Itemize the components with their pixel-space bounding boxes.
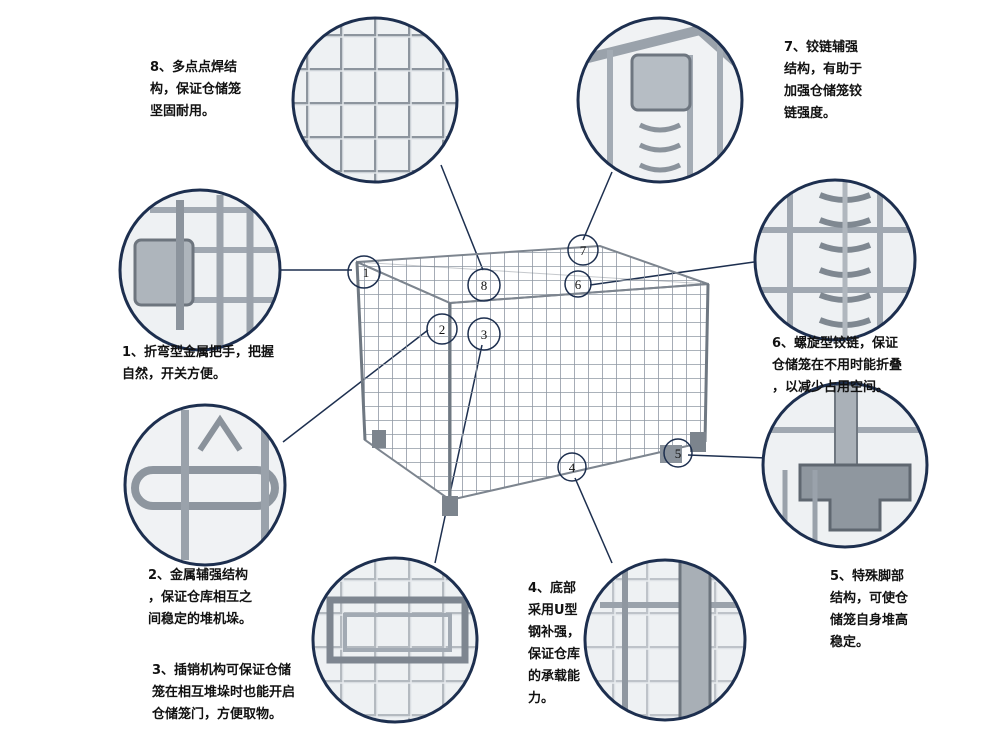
callout-3-line: 笼在相互堆垛时也能开启 [152,685,296,700]
callout-8: 8、多点点焊结 构，保证仓储笼 坚固耐用。 [150,57,241,123]
callout-5-line: 结构，可使仓 [830,591,909,606]
callout-4-line: 4、底部 [528,581,577,596]
marker-6: 6 [575,277,582,292]
callout-4-line: 力。 [528,691,555,706]
marker-4: 4 [569,460,576,475]
callout-2: 2、金属辅强结构 ，保证仓库相互之 间稳定的堆机垛。 [148,565,252,631]
callout-4: 4、底部 采用U型 钢补强， 保证仓库 的承载能 力。 [528,578,580,710]
callout-5-line: 储笼自身堆高 [830,613,909,628]
callout-7: 7、铰链辅强 结构，有助于 加强仓储笼铰 链强度。 [784,37,862,125]
callout-5-line: 稳定。 [830,635,870,650]
callout-1-line: 1、折弯型金属把手，把握 [122,345,275,360]
detail-circle-1 [120,190,280,350]
callout-1-line: 自然，开关方便。 [122,367,227,382]
callout-8-line: 8、多点点焊结 [150,60,238,75]
callout-5: 5、特殊脚部 结构，可使仓 储笼自身堆高 稳定。 [830,566,908,654]
detail-circle-4 [585,560,745,720]
cage-markers [347,234,693,482]
detail-circle-7 [578,18,742,182]
detail-circle-8 [293,18,457,182]
callout-4-line: 钢补强， [528,625,581,640]
callout-3-line: 3、插销机构可保证仓储 [152,663,292,678]
callout-2-line: 间稳定的堆机垛。 [148,612,253,627]
callout-4-line: 的承载能 [528,669,581,684]
marker-7: 7 [580,243,587,258]
callout-3: 3、插销机构可保证仓储 笼在相互堆垛时也能开启 仓储笼门，方便取物。 [152,660,295,726]
marker-5: 5 [675,446,682,461]
callout-7-line: 7、铰链辅强 [784,40,859,55]
callout-4-line: 保证仓库 [528,647,581,662]
callout-6-line: ，以减少占用空间。 [772,380,890,395]
callout-5-line: 5、特殊脚部 [830,569,905,584]
callout-2-line: 2、金属辅强结构 [148,568,249,583]
detail-circle-2 [125,405,285,565]
callout-7-line: 加强仓储笼铰 [784,84,863,99]
detail-circle-6 [755,180,915,340]
detail-circle-5 [763,383,927,547]
marker-1: 1 [363,265,370,280]
detail-circle-3 [313,558,477,722]
callout-2-line: ，保证仓库相互之 [148,590,253,605]
callout-3-line: 仓储笼门，方便取物。 [152,707,283,722]
marker-2: 2 [439,322,446,337]
marker-8: 8 [481,278,488,293]
wire-cage [355,244,710,516]
callout-8-line: 构，保证仓储笼 [150,82,242,97]
callout-6-line: 仓储笼在不用时能折叠 [772,358,903,373]
callout-8-line: 坚固耐用。 [150,104,216,119]
callout-7-line: 结构，有助于 [784,62,863,77]
marker-3: 3 [481,327,488,342]
callout-7-line: 链强度。 [784,106,837,121]
callout-6: 6、螺旋型铰链，保证 仓储笼在不用时能折叠 ，以减少占用空间。 [772,333,902,399]
callout-6-line: 6、螺旋型铰链，保证 [772,336,899,351]
callout-4-line: 采用U型 [528,603,578,618]
callout-1: 1、折弯型金属把手，把握 自然，开关方便。 [122,342,274,386]
